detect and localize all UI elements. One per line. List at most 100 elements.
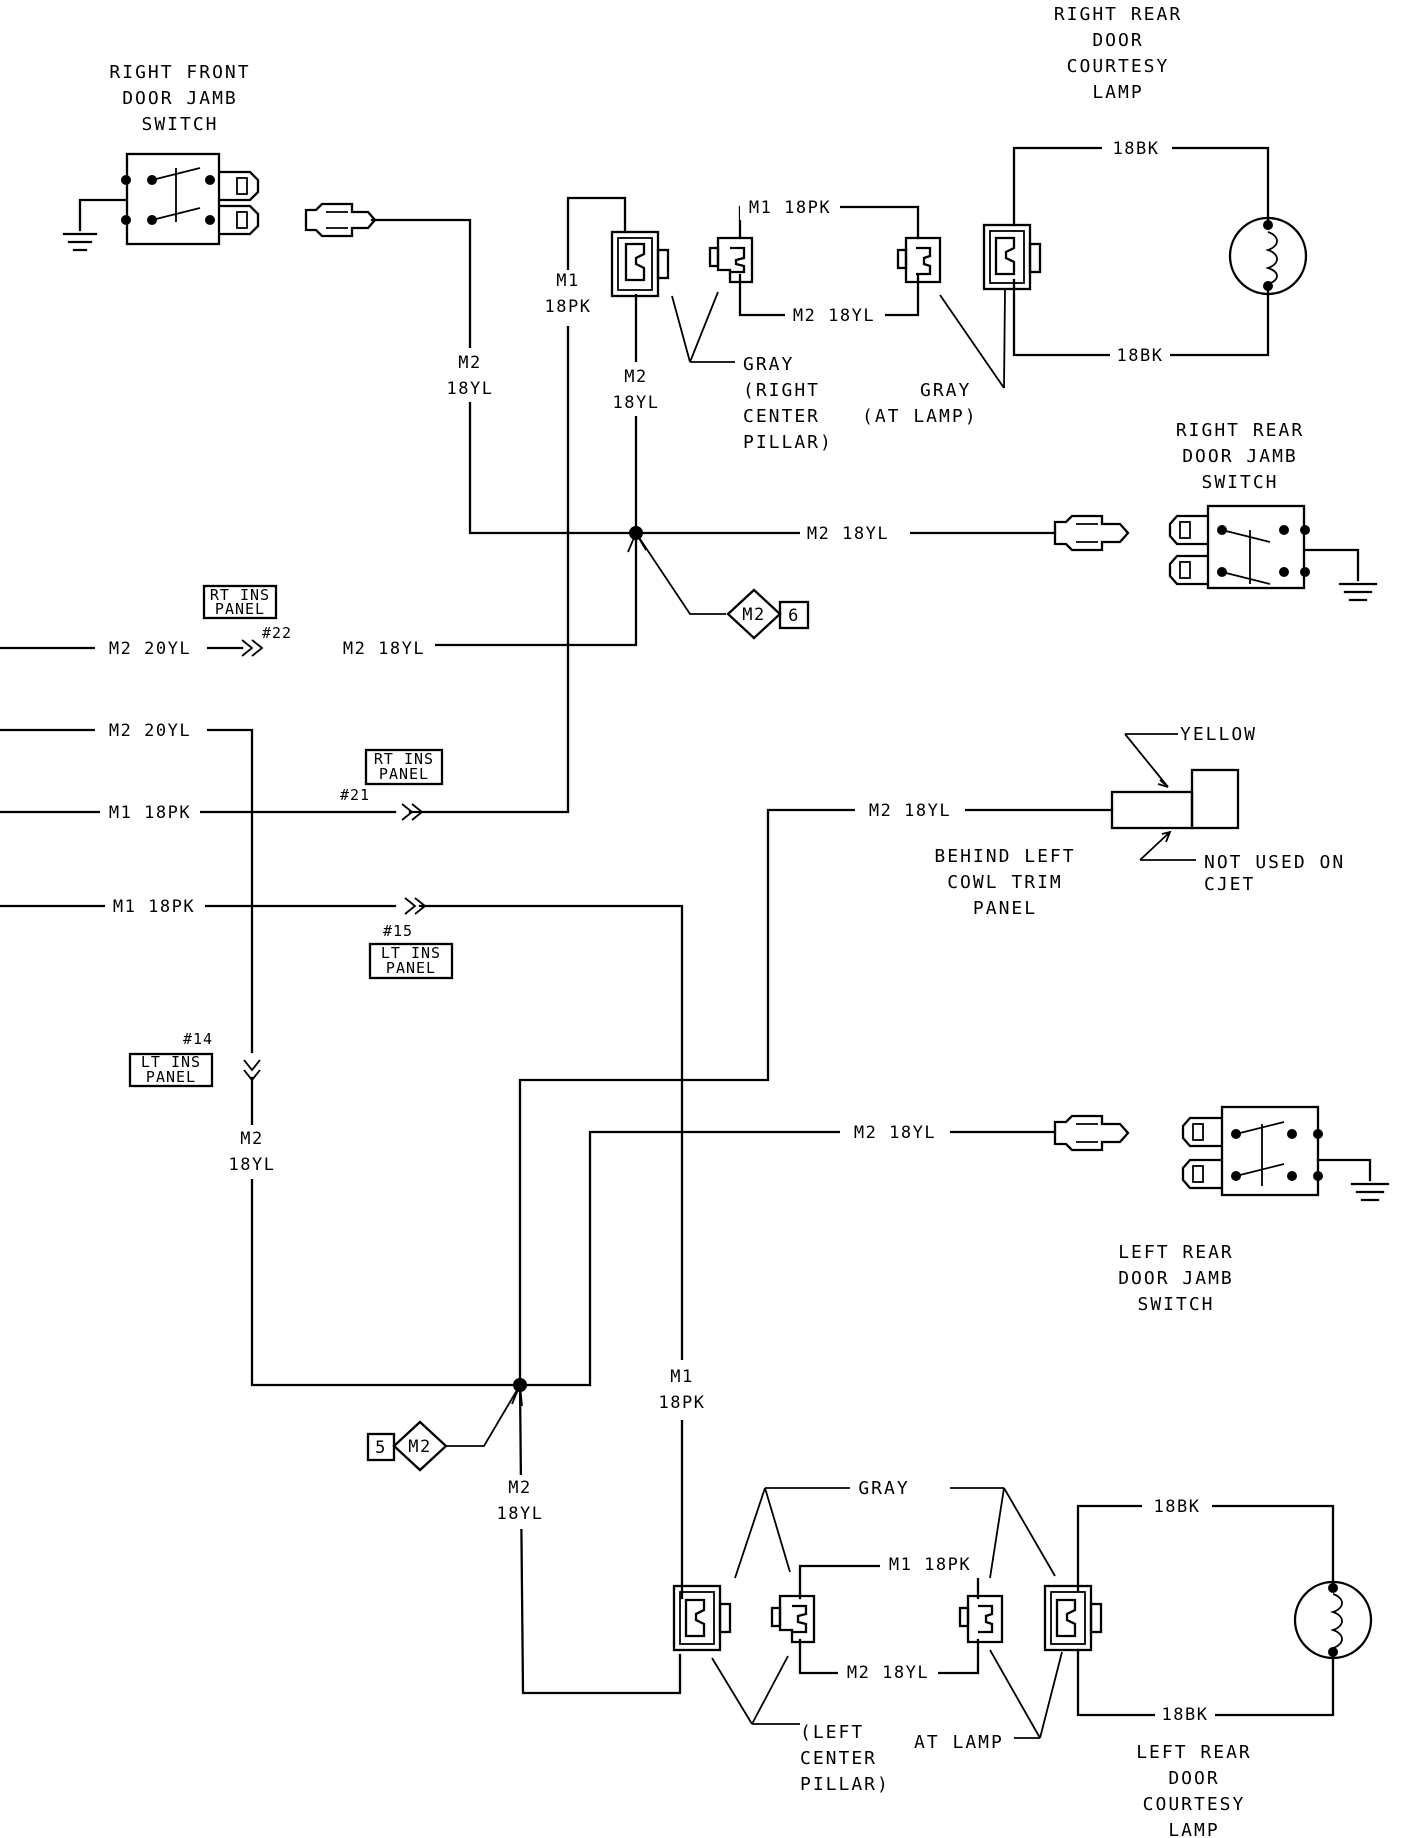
left-rear-lamp-bulb [1293,1580,1373,1660]
svg-text:CENTER: CENTER [743,406,820,427]
svg-text:M2 18YL: M2 18YL [869,801,951,821]
splice-5: M2 5 [366,1378,527,1472]
svg-text:M1 18PK: M1 18PK [749,198,831,218]
svg-text:LAMP: LAMP [1092,82,1143,103]
c21-number: #21 [340,786,370,804]
c22-number: #22 [262,624,292,642]
inline-connector-21: RT INS PANEL #21 [340,748,444,804]
svg-text:RIGHT REAR: RIGHT REAR [1176,420,1304,441]
inline-connector-22: RT INS PANEL #22 [202,584,292,642]
svg-text:(RIGHT: (RIGHT [743,380,820,401]
svg-text:18BK: 18BK [1117,346,1164,366]
svg-text:M2: M2 [458,353,481,373]
left-rear-jamb-switch [1181,1105,1390,1202]
svg-text:NOT USED ON: NOT USED ON [1204,852,1345,873]
wire-labels: M2 18YL M1 18PK M2 18YL M2 18YL M1 18PK … [109,139,1209,1725]
right-rear-lamp-bulb [1228,216,1308,296]
right-pillar-connector [610,230,754,298]
svg-text:M2 18YL: M2 18YL [793,306,875,326]
c21-label-2: PANEL [379,765,429,783]
svg-text:RIGHT REAR: RIGHT REAR [1054,4,1182,25]
splice-6-number: 6 [788,606,800,626]
svg-text:M1 18PK: M1 18PK [889,1555,971,1575]
svg-text:PILLAR): PILLAR) [743,432,833,453]
svg-text:COURTESY: COURTESY [1067,56,1170,77]
c14-label-1: LT INS [141,1053,201,1071]
svg-text:DOOR JAMB: DOOR JAMB [1182,446,1298,467]
label-left-rear-lamp: LEFT REAR DOOR COURTESY LAMP [1136,1742,1252,1838]
c21-label-1: RT INS [374,750,434,768]
svg-text:18YL: 18YL [613,393,660,413]
svg-text:(LEFT: (LEFT [800,1722,864,1743]
svg-text:DOOR: DOOR [1168,1768,1219,1789]
right-rear-jamb-switch [1168,504,1378,602]
svg-text:DOOR JAMB: DOOR JAMB [122,88,238,109]
svg-text:LEFT REAR: LEFT REAR [1118,1242,1234,1263]
svg-text:18PK: 18PK [659,1393,706,1413]
c14-number: #14 [183,1030,213,1048]
svg-text:M2 20YL: M2 20YL [109,721,191,741]
svg-text:18PK: 18PK [545,297,592,317]
svg-text:(AT LAMP): (AT LAMP) [862,406,978,427]
left-lamp-connector [958,1584,1103,1652]
left-rear-plug [1053,1114,1130,1152]
splice-5-code: M2 [408,1437,431,1457]
svg-text:CJET: CJET [1204,874,1255,895]
svg-text:18BK: 18BK [1113,139,1160,159]
label-left-rear-switch: LEFT REAR DOOR JAMB SWITCH [1118,1242,1234,1315]
inline-connector-15: LT INS PANEL #15 [368,922,454,980]
svg-text:M1: M1 [670,1367,693,1387]
svg-text:PILLAR): PILLAR) [800,1774,890,1795]
svg-text:M1 18PK: M1 18PK [113,897,195,917]
svg-text:COURTESY: COURTESY [1143,1794,1246,1815]
svg-text:M2: M2 [624,367,647,387]
svg-text:M2 20YL: M2 20YL [109,639,191,659]
label-backgrounds [95,136,1215,1728]
c14-label-2: PANEL [146,1068,196,1086]
c22-label-1: RT INS [210,586,270,604]
right-rear-plug [1053,514,1130,552]
c15-label-2: PANEL [386,959,436,977]
connector-labels: GRAY (RIGHT CENTER PILLAR) GRAY (AT LAMP… [743,354,1345,1795]
svg-text:AT LAMP: AT LAMP [914,1732,1004,1753]
svg-text:PANEL: PANEL [973,898,1037,919]
splice-6-code: M2 [742,605,765,625]
splice-5-number: 5 [375,1438,387,1458]
c22-label-2: PANEL [215,600,265,618]
svg-text:18BK: 18BK [1162,1705,1209,1725]
c15-label-1: LT INS [381,944,441,962]
svg-text:M2 18YL: M2 18YL [343,639,425,659]
svg-text:GRAY: GRAY [920,380,971,401]
svg-text:GRAY: GRAY [858,1478,909,1499]
right-lamp-connector [896,223,1042,291]
right-front-jamb-switch [62,152,260,252]
inline-chevrons [241,639,427,1082]
svg-text:DOOR JAMB: DOOR JAMB [1118,1268,1234,1289]
svg-text:18YL: 18YL [229,1155,276,1175]
svg-text:M1 18PK: M1 18PK [109,803,191,823]
svg-text:M1: M1 [556,271,579,291]
c15-number: #15 [383,922,413,940]
cowl-connector [1110,733,1240,861]
svg-text:M2: M2 [508,1478,531,1498]
svg-text:18YL: 18YL [447,379,494,399]
label-right-rear-switch: RIGHT REAR DOOR JAMB SWITCH [1176,420,1304,493]
svg-text:LAMP: LAMP [1168,1820,1219,1838]
callout-arrows [671,289,1063,1739]
left-pillar-connector [672,1584,816,1652]
svg-text:GRAY: GRAY [743,354,794,375]
svg-text:YELLOW: YELLOW [1180,724,1257,745]
label-right-rear-lamp: RIGHT REAR DOOR COURTESY LAMP [1054,4,1182,103]
svg-text:SWITCH: SWITCH [141,114,218,135]
svg-text:M2 18YL: M2 18YL [854,1123,936,1143]
svg-text:RIGHT FRONT: RIGHT FRONT [109,62,250,83]
svg-text:M2 18YL: M2 18YL [847,1663,929,1683]
inline-connector-14: LT INS PANEL #14 [128,1030,214,1088]
label-right-front-switch: RIGHT FRONT DOOR JAMB SWITCH [109,62,250,135]
svg-text:LEFT REAR: LEFT REAR [1136,1742,1252,1763]
svg-text:M2: M2 [240,1129,263,1149]
svg-text:COWL TRIM: COWL TRIM [947,872,1063,893]
svg-text:BEHIND LEFT: BEHIND LEFT [934,846,1075,867]
svg-text:DOOR: DOOR [1092,30,1143,51]
